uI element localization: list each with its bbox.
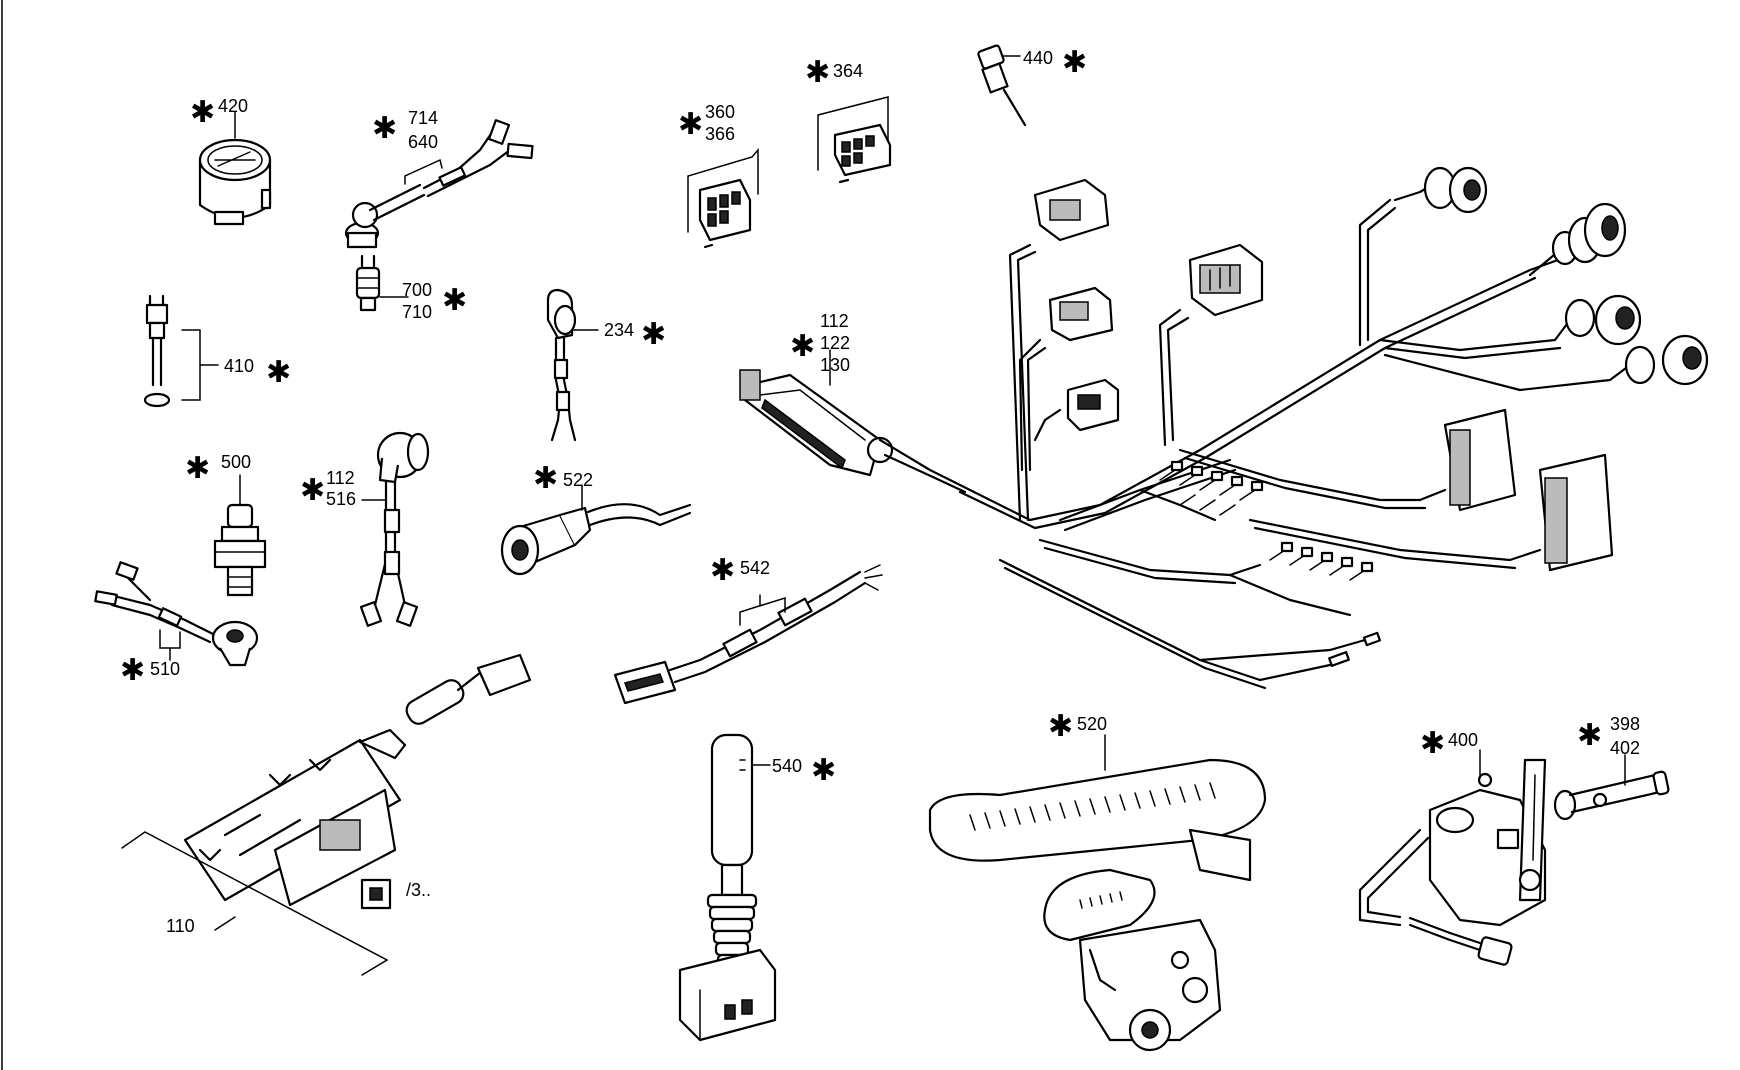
star-marker: ✱ [372, 111, 397, 146]
star-marker: ✱ [120, 653, 145, 688]
callout-label: 234 [604, 320, 634, 340]
star-marker: ✱ [442, 283, 467, 318]
callout-label: 400 [1448, 730, 1478, 750]
part-522-cable [500, 484, 692, 576]
callout-440: 440 ✱ [1023, 45, 1087, 80]
part-714-cable [344, 119, 534, 249]
part-700-sensor [355, 254, 409, 312]
part-540-joystick [678, 733, 777, 1042]
star-marker: ✱ [1577, 718, 1602, 753]
part-520-pedal [928, 734, 1267, 1052]
callout-label: 540 [772, 756, 802, 776]
callout-360: ✱ 360 366 [678, 102, 735, 144]
callout-410: 410 ✱ [224, 355, 291, 390]
part-360-connector [687, 147, 759, 249]
callout-540: 540 ✱ [772, 753, 836, 788]
part-516-cable [359, 431, 430, 627]
part-440-sensor [977, 44, 1027, 127]
callout-3: /3.. [406, 880, 431, 900]
callout-500: ✱ 500 [185, 451, 251, 486]
callout-520: ✱ 520 [1048, 709, 1107, 744]
part-110-control-unit [121, 653, 532, 976]
star-marker: ✱ [790, 329, 815, 364]
star-marker: ✱ [805, 55, 830, 90]
callout-label: 440 [1023, 48, 1053, 68]
star-marker: ✱ [811, 753, 836, 788]
part-410-sensor [143, 294, 219, 408]
callout-label: 398 [1610, 714, 1640, 734]
callout-labels: ✱ 420 ✱ 714 640 700 710 ✱ 410 ✱ ✱ 360 36… [120, 45, 1640, 936]
callout-label: 542 [740, 558, 770, 578]
part-500-sensor [213, 474, 267, 597]
callout-label: 402 [1610, 738, 1640, 758]
star-marker: ✱ [1062, 45, 1087, 80]
callout-label: /3.. [406, 880, 431, 900]
part-234-cable [546, 288, 599, 442]
part-510-cable [94, 561, 259, 667]
star-marker: ✱ [190, 95, 215, 130]
callout-label: 366 [705, 124, 735, 144]
star-marker: ✱ [678, 107, 703, 142]
callout-label: 510 [150, 659, 180, 679]
callout-510: ✱ 510 [120, 653, 180, 688]
callout-700: 700 710 ✱ [402, 280, 467, 322]
callout-label: 360 [705, 102, 735, 122]
star-marker: ✱ [710, 553, 735, 588]
callout-714: ✱ 714 640 [372, 108, 438, 152]
part-112-ecu-connector [739, 349, 967, 494]
callout-522: ✱ 522 [533, 461, 593, 496]
part-420-gauge [198, 111, 272, 226]
callout-364: ✱ 364 [805, 55, 863, 90]
callout-label: 516 [326, 489, 356, 509]
callout-label: 420 [218, 96, 248, 116]
callout-label: 130 [820, 355, 850, 375]
part-398-bolt [1553, 754, 1670, 821]
callout-110: 110 [166, 916, 195, 936]
main-wiring-harness [958, 166, 1709, 690]
callout-label: 714 [408, 108, 438, 128]
callout-label: 110 [166, 916, 195, 936]
callout-398-402: ✱ 398 402 [1577, 714, 1640, 758]
part-542-cable [613, 564, 883, 705]
callout-label: 112 [326, 468, 355, 488]
callout-label: 520 [1077, 714, 1107, 734]
callout-label: 410 [224, 356, 254, 376]
callout-542: ✱ 542 [710, 553, 770, 588]
callout-label: 500 [221, 452, 251, 472]
star-marker: ✱ [1048, 709, 1073, 744]
callout-label: 364 [833, 61, 863, 81]
callout-112-122-130: 112 ✱ 122 130 [790, 311, 850, 375]
star-marker: ✱ [1420, 726, 1445, 761]
callout-label: 710 [402, 302, 432, 322]
callout-420: ✱ 420 [190, 95, 248, 130]
callout-400: ✱ 400 [1420, 726, 1478, 761]
part-400-switch [1358, 749, 1547, 966]
star-marker: ✱ [641, 317, 666, 352]
callout-112-516: ✱ 112 516 [300, 468, 356, 509]
callout-label: 122 [820, 333, 850, 353]
callout-label: 640 [408, 132, 438, 152]
callout-label: 522 [563, 470, 593, 490]
star-marker: ✱ [266, 355, 291, 390]
callout-label: 112 [820, 311, 849, 331]
callout-234: 234 ✱ [604, 317, 666, 352]
part-364-connector [817, 96, 892, 184]
star-marker: ✱ [533, 461, 558, 496]
star-marker: ✱ [185, 451, 210, 486]
callout-label: 700 [402, 280, 432, 300]
star-marker: ✱ [300, 473, 325, 508]
